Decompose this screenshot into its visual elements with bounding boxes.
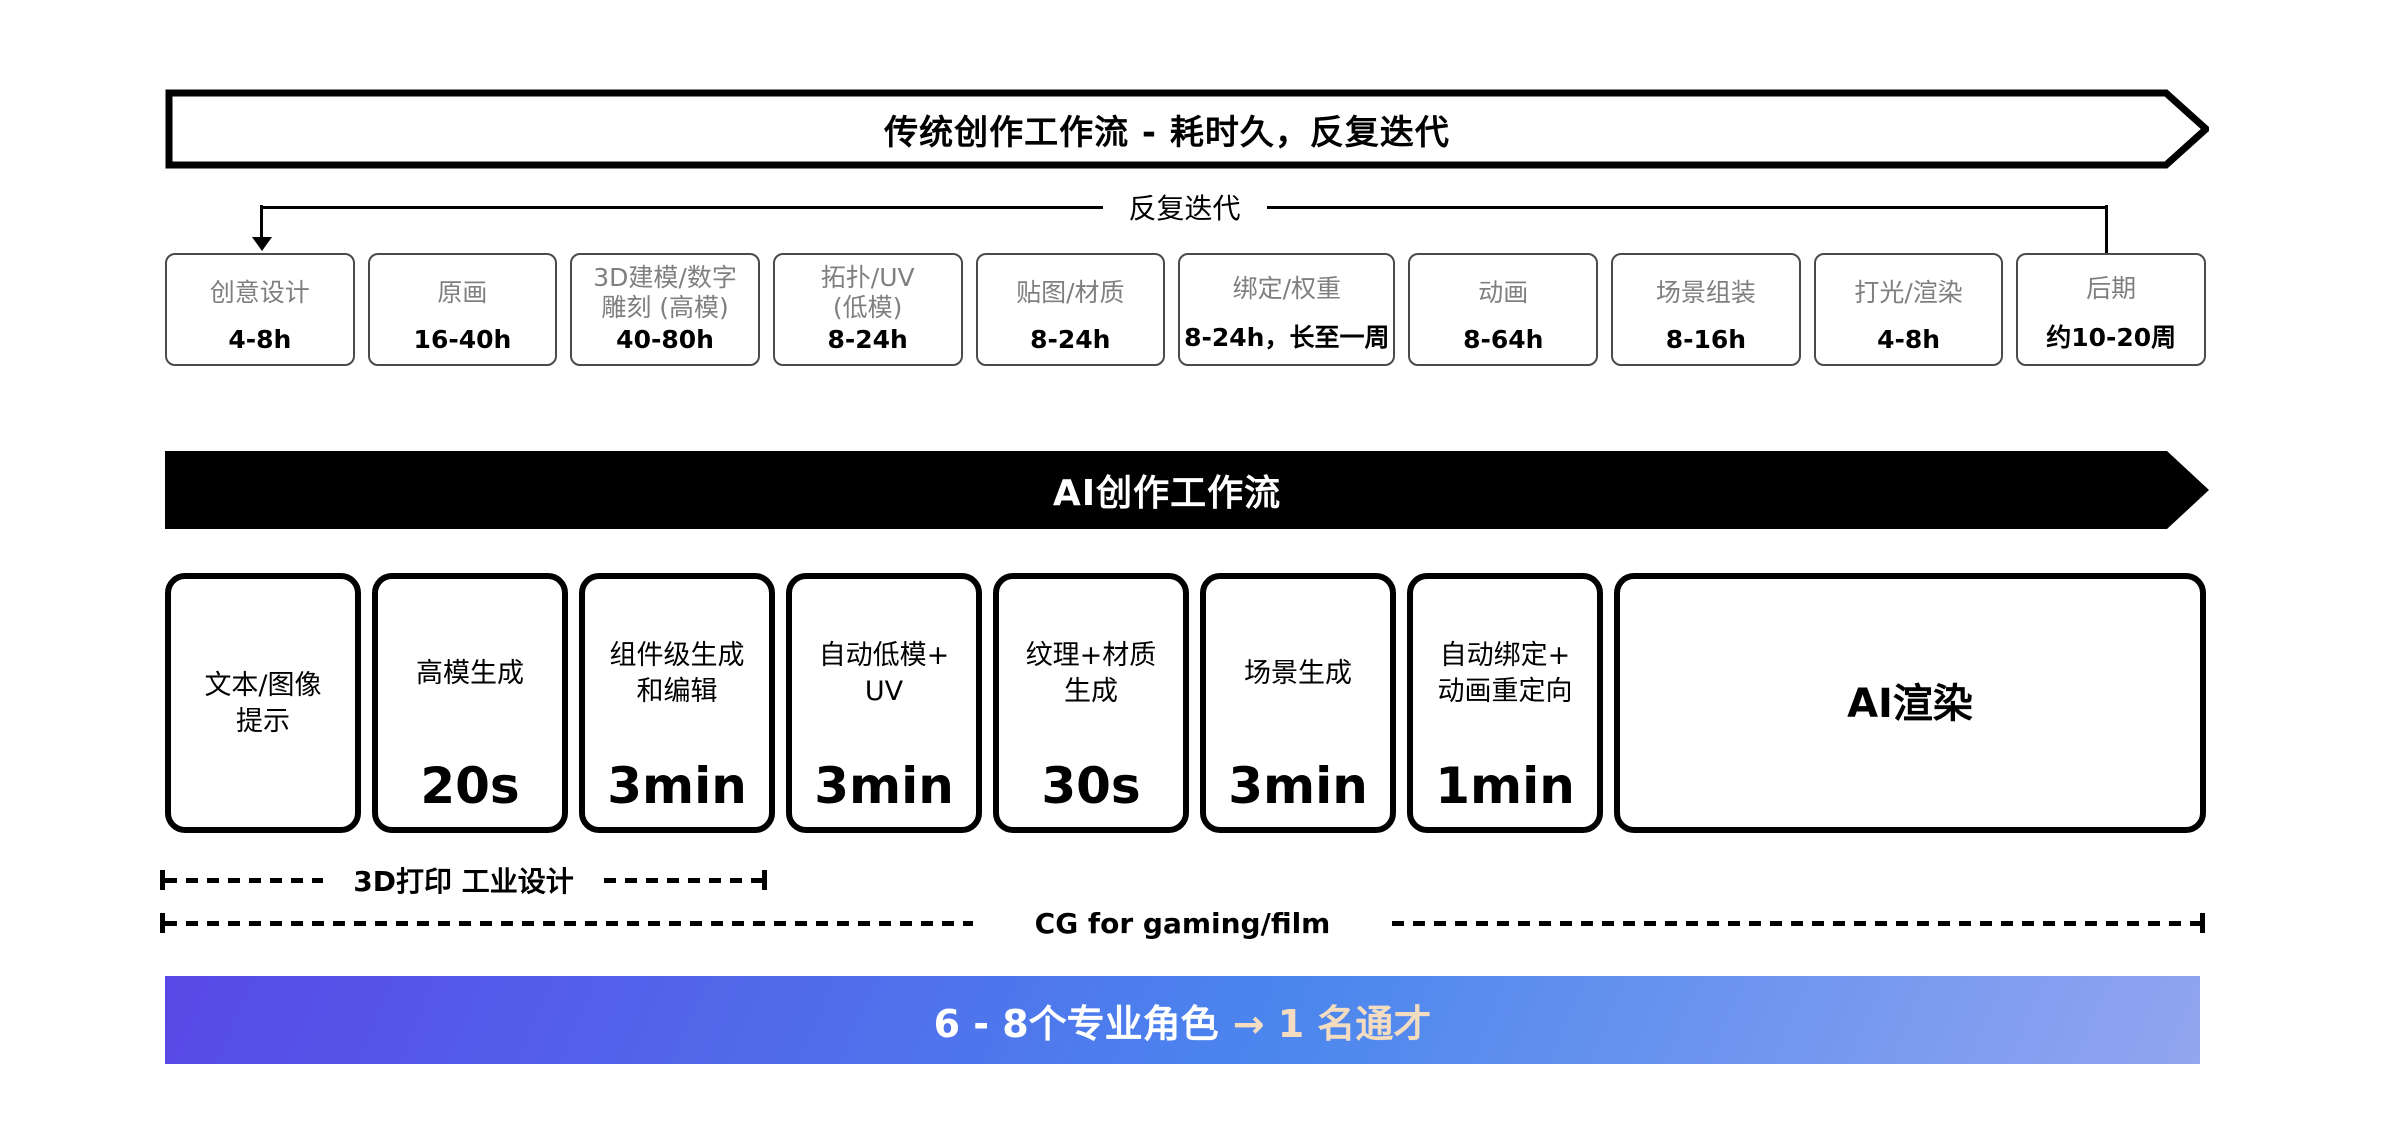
iteration-drop-line-left [260,205,263,239]
traditional-step-concept-design: 创意设计 4-8h [165,253,355,366]
range-cg-gaming-film: CG for gaming/film [160,906,2206,940]
iteration-connector: 反复迭代 [261,190,2109,225]
step-label: 创意设计 [209,277,310,307]
traditional-step-rigging: 绑定/权重 8-24h，长至一周 [1178,253,1396,366]
step-time: 20s [420,757,520,815]
iteration-line-right-segment [1266,205,2109,209]
iteration-arrowhead-icon [252,237,272,251]
ai-step-scene-generation: 场景生成 3min [1200,573,1396,833]
step-label: 高模生成 [416,657,524,689]
range-start-tick [160,913,165,933]
traditional-step-lighting-render: 打光/渲染 4-8h [1813,253,2004,366]
traditional-banner: 传统创作工作流 - 耗时久，反复迭代 [165,89,2209,169]
step-label: 3D建模/数字 雕刻 (高模) [593,262,737,323]
step-time: 8-24h [827,325,908,354]
traditional-step-scene-assembly: 场景组装 8-16h [1611,253,1801,366]
step-time: 约10-20周 [2046,323,2177,352]
step-time: 8-24h，长至一周 [1184,323,1390,352]
iteration-label: 反复迭代 [1128,192,1241,225]
ai-banner-title: AI创作工作流 [1052,473,1282,514]
roles-summary-banner: 6 - 8个专业角色 → 1 名通才 [165,976,2200,1064]
step-label: 自动绑定+ 动画重定向 [1437,639,1573,707]
dashed-line [165,920,973,926]
dashed-line [603,877,763,883]
range-end-tick [762,870,768,890]
step-time: 3min [607,757,747,815]
step-label: 自动低模+ UV [818,639,950,707]
range-3d-print-industrial-design: 3D打印 工业设计 [160,865,768,898]
ai-step-texture-material: 纹理+材质 生成 30s [993,573,1189,833]
step-time: 4-8h [1877,325,1941,354]
traditional-step-3d-modeling: 3D建模/数字 雕刻 (高模) 40-80h [570,253,760,366]
step-label: AI渲染 [1847,681,1973,727]
step-time: 3min [1228,757,1368,815]
traditional-banner-title: 传统创作工作流 - 耗时久，反复迭代 [884,112,1450,153]
step-label: 拓扑/UV (低模) [820,262,915,323]
traditional-step-texturing: 贴图/材质 8-24h [975,253,1166,366]
iteration-line-left-segment [261,205,1103,209]
ai-step-auto-lowpoly-uv: 自动低模+ UV 3min [786,573,982,833]
step-label: 场景组装 [1655,277,1756,307]
step-label: 纹理+材质 生成 [1025,639,1157,707]
roles-summary-accent-text: → 1 名通才 [1232,1001,1432,1046]
traditional-steps-row: 创意设计 4-8h 原画 16-40h 3D建模/数字 雕刻 (高模) 40-8… [165,253,2206,366]
step-label: 组件级生成 和编辑 [609,639,745,707]
dashed-line [1392,920,2201,926]
traditional-step-topology-uv: 拓扑/UV (低模) 8-24h [772,253,963,366]
ai-banner: AI创作工作流 [165,450,2209,530]
step-label: 贴图/材质 [1016,277,1125,307]
range-end-tick [2200,913,2206,933]
range-label: CG for gaming/film [1034,906,1331,940]
traditional-step-concept-art: 原画 16-40h [367,253,558,366]
ai-step-auto-rigging: 自动绑定+ 动画重定向 1min [1407,573,1603,833]
step-time: 8-64h [1463,325,1544,354]
step-time: 16-40h [413,325,512,354]
step-label: 文本/图像 提示 [204,669,322,737]
traditional-step-post-production: 后期 约10-20周 [2016,253,2206,366]
step-label: 打光/渲染 [1854,277,1963,307]
step-time: 4-8h [228,325,292,354]
step-time: 30s [1041,757,1141,815]
ai-step-highpoly-generation: 高模生成 20s [372,573,568,833]
traditional-step-animation: 动画 8-64h [1408,253,1599,366]
step-label: 场景生成 [1244,657,1352,689]
range-start-tick [160,870,165,890]
step-time: 40-80h [616,325,714,354]
step-time: 3min [814,757,954,815]
range-label: 3D打印 工业设计 [353,865,574,898]
ai-step-component-generation: 组件级生成 和编辑 3min [579,573,775,833]
step-time: 8-24h [1030,325,1111,354]
step-time: 8-16h [1665,325,1747,354]
step-label: 绑定/权重 [1232,274,1342,304]
right-arrow-shape [165,451,2209,529]
ai-steps-row: 文本/图像 提示 高模生成 20s 组件级生成 和编辑 3min 自动低模+ U… [165,573,2206,833]
step-label: 动画 [1478,277,1529,307]
step-label: 后期 [2086,274,2137,304]
right-arrow-shape [165,89,2209,169]
step-label: 原画 [437,277,488,307]
step-time: 1min [1435,757,1575,815]
ai-step-ai-render: AI渲染 [1614,573,2206,833]
roles-summary-text: 6 - 8个专业角色 [933,1001,1219,1046]
dashed-line [165,877,324,883]
iteration-drop-line-right [2105,205,2108,253]
ai-step-prompt: 文本/图像 提示 [165,573,361,833]
